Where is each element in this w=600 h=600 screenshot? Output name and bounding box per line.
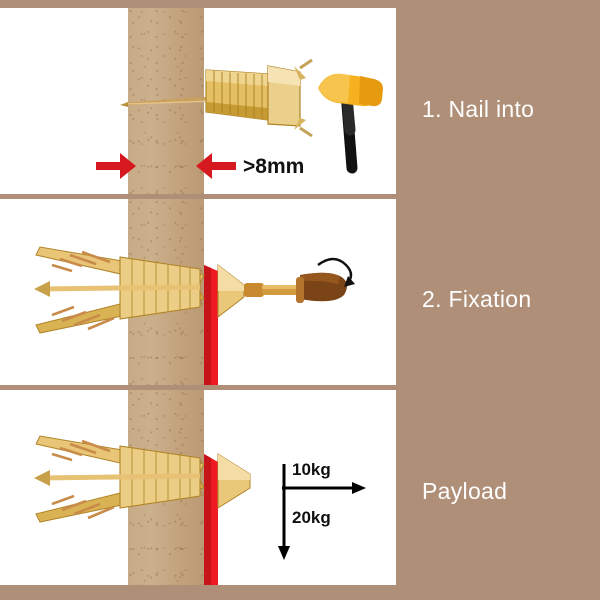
anchor-icon	[205, 58, 313, 138]
panel-3-graphics	[34, 435, 366, 585]
screw-head-icon	[217, 263, 264, 319]
left-arrow-icon	[96, 153, 136, 179]
screwdriver-icon	[262, 272, 347, 303]
screw-icon-3	[51, 439, 115, 520]
step-1-label: 1. Nail into	[422, 96, 535, 122]
nail-icon	[120, 96, 215, 107]
step-2-label: 2. Fixation	[422, 286, 532, 312]
red-plate-icon-3	[204, 454, 218, 585]
right-arrow-icon	[196, 153, 236, 179]
panel-step-1: >8mm	[0, 8, 396, 194]
screw-icon	[51, 250, 115, 331]
horizontal-load-label: 10kg	[292, 460, 331, 479]
anchor-expanded-icon-3	[34, 435, 205, 523]
red-plate-icon	[204, 265, 218, 385]
panel-2-graphics	[34, 246, 355, 385]
panel-step-2	[0, 199, 396, 385]
panel-step-3: 10kg 20kg	[0, 390, 396, 585]
hammer-icon	[318, 73, 383, 174]
label-column: 1. Nail into 2. Fixation Payload	[396, 0, 600, 600]
step-3-label: Payload	[422, 478, 508, 504]
horizontal-arrow-head-icon	[352, 482, 366, 494]
panel-1-graphics	[96, 58, 383, 179]
rotation-arrow-head-icon	[344, 276, 355, 287]
vertical-arrow-head-icon	[278, 546, 290, 560]
thickness-measure-label: >8mm	[243, 155, 305, 178]
screw-head-icon-3	[217, 453, 251, 509]
anchor-expanded-icon	[34, 246, 205, 334]
vertical-load-label: 20kg	[292, 508, 331, 527]
